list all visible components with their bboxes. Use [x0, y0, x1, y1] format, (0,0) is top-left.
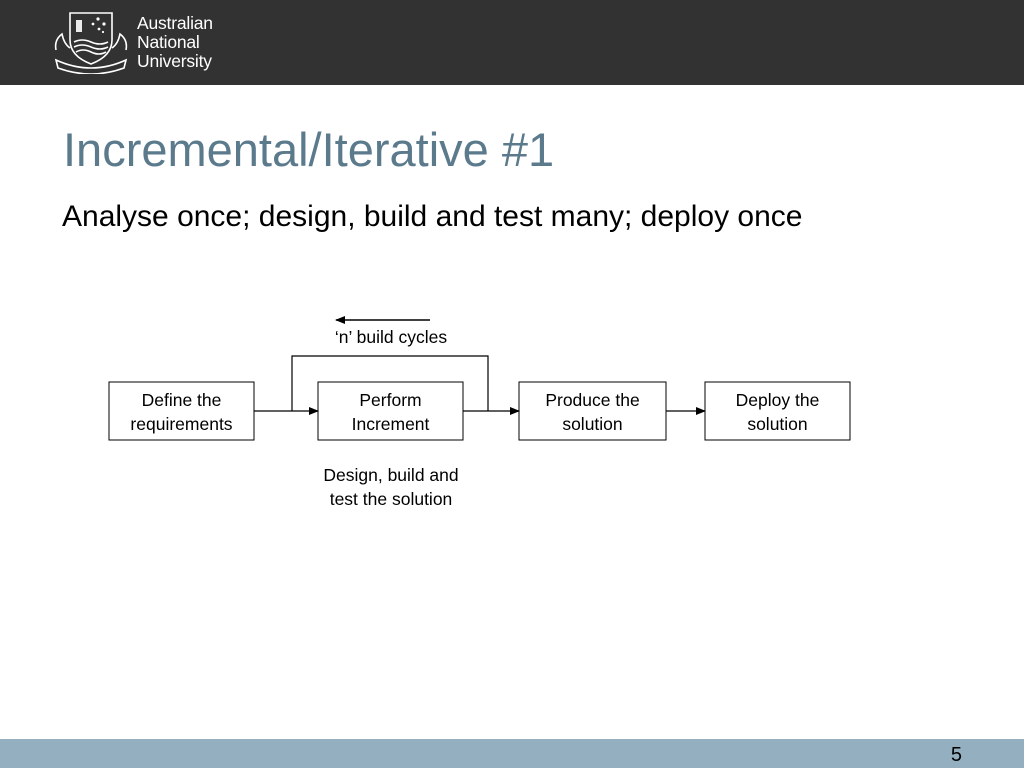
university-crest-icon: [54, 12, 128, 74]
step-label-line: Define the: [142, 390, 222, 410]
step-perform-increment: Perform Increment: [317, 381, 464, 441]
step-label-line: Produce the: [545, 390, 639, 410]
step-label-line: Increment: [352, 414, 430, 434]
header-bar: Australian National University: [0, 0, 1024, 85]
slide-subtitle: Analyse once; design, build and test man…: [62, 200, 803, 233]
step-produce-solution: Produce the solution: [518, 381, 667, 441]
step-label-line: solution: [562, 414, 622, 434]
increment-note-line: Design, build and: [323, 465, 458, 485]
logo-line-1: Australian: [137, 13, 213, 33]
loop-connector: [291, 355, 489, 411]
step-deploy-solution: Deploy the solution: [704, 381, 851, 441]
university-name: Australian National University: [137, 14, 213, 71]
step-label-line: solution: [747, 414, 807, 434]
loop-label: ‘n’ build cycles: [335, 327, 447, 347]
footer-bar: 5: [0, 739, 1024, 768]
step-define-requirements: Define the requirements: [108, 381, 255, 441]
increment-note-line: test the solution: [330, 489, 453, 509]
page-number: 5: [950, 744, 962, 766]
slide-title: Incremental/Iterative #1: [63, 123, 555, 176]
step-label-line: Deploy the: [736, 390, 820, 410]
step-label-line: requirements: [130, 414, 232, 434]
logo-line-3: University: [137, 51, 212, 71]
logo-line-2: National: [137, 32, 200, 52]
step-label-line: Perform: [359, 390, 421, 410]
